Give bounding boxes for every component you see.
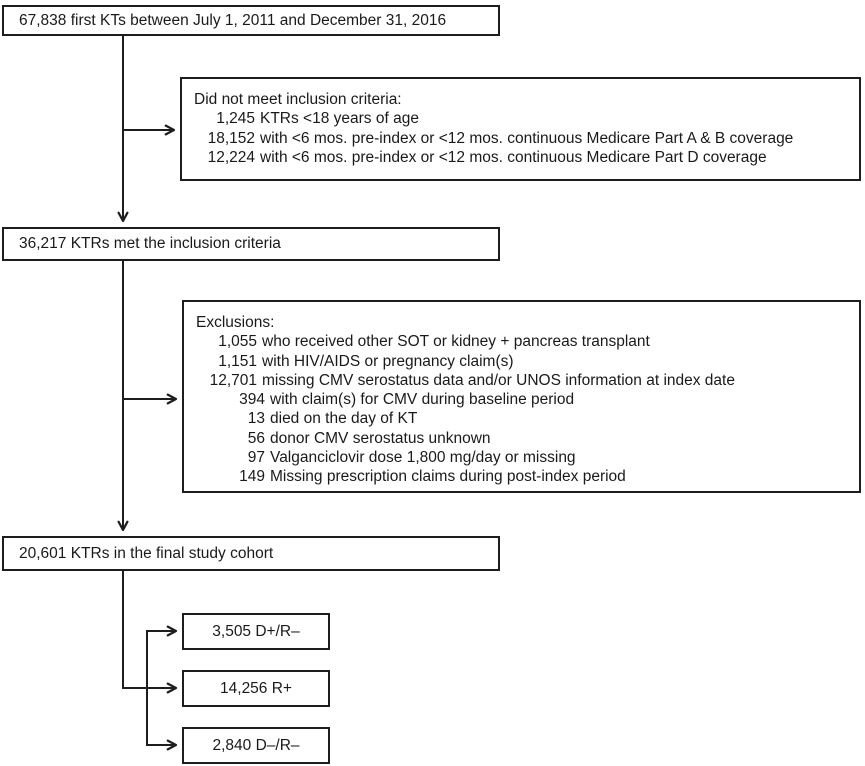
box-final-cohort: 20,601 KTRs in the final study cohort xyxy=(2,536,500,571)
criteria-count: 56 xyxy=(247,429,265,447)
box-exclusions: Exclusions: 1,055 who received other SOT … xyxy=(182,300,861,493)
criteria-line: 97 Valganciclovir dose 1,800 mg/day or mi… xyxy=(196,448,849,467)
criteria-text: with HIV/AIDS or pregnancy claim(s) xyxy=(262,352,514,370)
box-rpos-label: 14,256 R+ xyxy=(220,679,292,697)
not-met-criteria-list: 1,245 KTRs <18 years of age 18,152 with <6 … xyxy=(194,109,849,167)
criteria-count: 1,245 xyxy=(216,110,255,128)
criteria-text: donor CMV serostatus unknown xyxy=(270,429,491,447)
box-met-criteria: 36,217 KTRs met the inclusion criteria xyxy=(2,227,500,261)
criteria-line: 394 with claim(s) for CMV during baseline… xyxy=(196,390,849,409)
criteria-text: Valganciclovir dose 1,800 mg/day or miss… xyxy=(270,449,576,467)
criteria-count: 149 xyxy=(239,468,265,486)
box-final-cohort-label: 20,601 KTRs in the final study cohort xyxy=(19,544,274,562)
criteria-line: 1,245 KTRs <18 years of age xyxy=(194,109,849,128)
criteria-count: 97 xyxy=(247,449,265,467)
exclusions-list: 1,055 who received other SOT or kidney + … xyxy=(196,332,849,486)
criteria-count: 13 xyxy=(247,410,265,428)
criteria-count: 12,224 xyxy=(207,148,255,166)
criteria-text: with claim(s) for CMV during baseline pe… xyxy=(270,391,575,409)
not-met-criteria-title: Did not meet inclusion criteria: xyxy=(194,91,402,108)
criteria-count: 18,152 xyxy=(207,129,255,147)
criteria-text: with <6 mos. pre-index or <12 mos. conti… xyxy=(260,129,794,147)
box-not-met-criteria: Did not meet inclusion criteria: 1,245 KT… xyxy=(180,77,861,181)
criteria-text: died on the day of KT xyxy=(270,410,418,428)
box-first-kts-label: 67,838 first KTs between July 1, 2011 an… xyxy=(19,11,447,29)
criteria-text: missing CMV serostatus data and/or UNOS … xyxy=(262,371,735,389)
criteria-text: Missing prescription claims during post-… xyxy=(270,468,626,486)
box-dneg-rneg-label: 2,840 D–/R– xyxy=(212,736,300,754)
box-first-kts: 67,838 first KTs between July 1, 2011 an… xyxy=(2,5,500,36)
exclusions-title: Exclusions: xyxy=(196,314,275,331)
box-met-criteria-label: 36,217 KTRs met the inclusion criteria xyxy=(19,235,281,252)
box-dneg-rneg: 2,840 D–/R– xyxy=(182,727,330,764)
criteria-line: 12,701 missing CMV serostatus data and/or… xyxy=(196,371,849,390)
box-rpos: 14,256 R+ xyxy=(182,670,330,707)
criteria-line: 149 Missing prescription claims during po… xyxy=(196,467,849,486)
criteria-text: KTRs <18 years of age xyxy=(260,110,419,128)
criteria-count: 1,055 xyxy=(218,333,257,351)
criteria-count: 394 xyxy=(239,391,265,409)
criteria-line: 18,152 with <6 mos. pre-index or <12 mos.… xyxy=(194,129,849,148)
box-dpos-rneg: 3,505 D+/R– xyxy=(182,613,330,650)
criteria-line: 13 died on the day of KT xyxy=(196,409,849,428)
criteria-text: with <6 mos. pre-index or <12 mos. conti… xyxy=(260,148,767,166)
box-dpos-rneg-label: 3,505 D+/R– xyxy=(212,622,300,640)
criteria-line: 56 donor CMV serostatus unknown xyxy=(196,429,849,448)
criteria-line: 1,151 with HIV/AIDS or pregnancy claim(s) xyxy=(196,352,849,371)
criteria-line: 1,055 who received other SOT or kidney + … xyxy=(196,332,849,351)
criteria-text: who received other SOT or kidney + pancr… xyxy=(262,333,650,351)
criteria-count: 1,151 xyxy=(218,352,257,370)
criteria-count: 12,701 xyxy=(209,371,257,389)
criteria-line: 12,224 with <6 mos. pre-index or <12 mos.… xyxy=(194,148,849,167)
